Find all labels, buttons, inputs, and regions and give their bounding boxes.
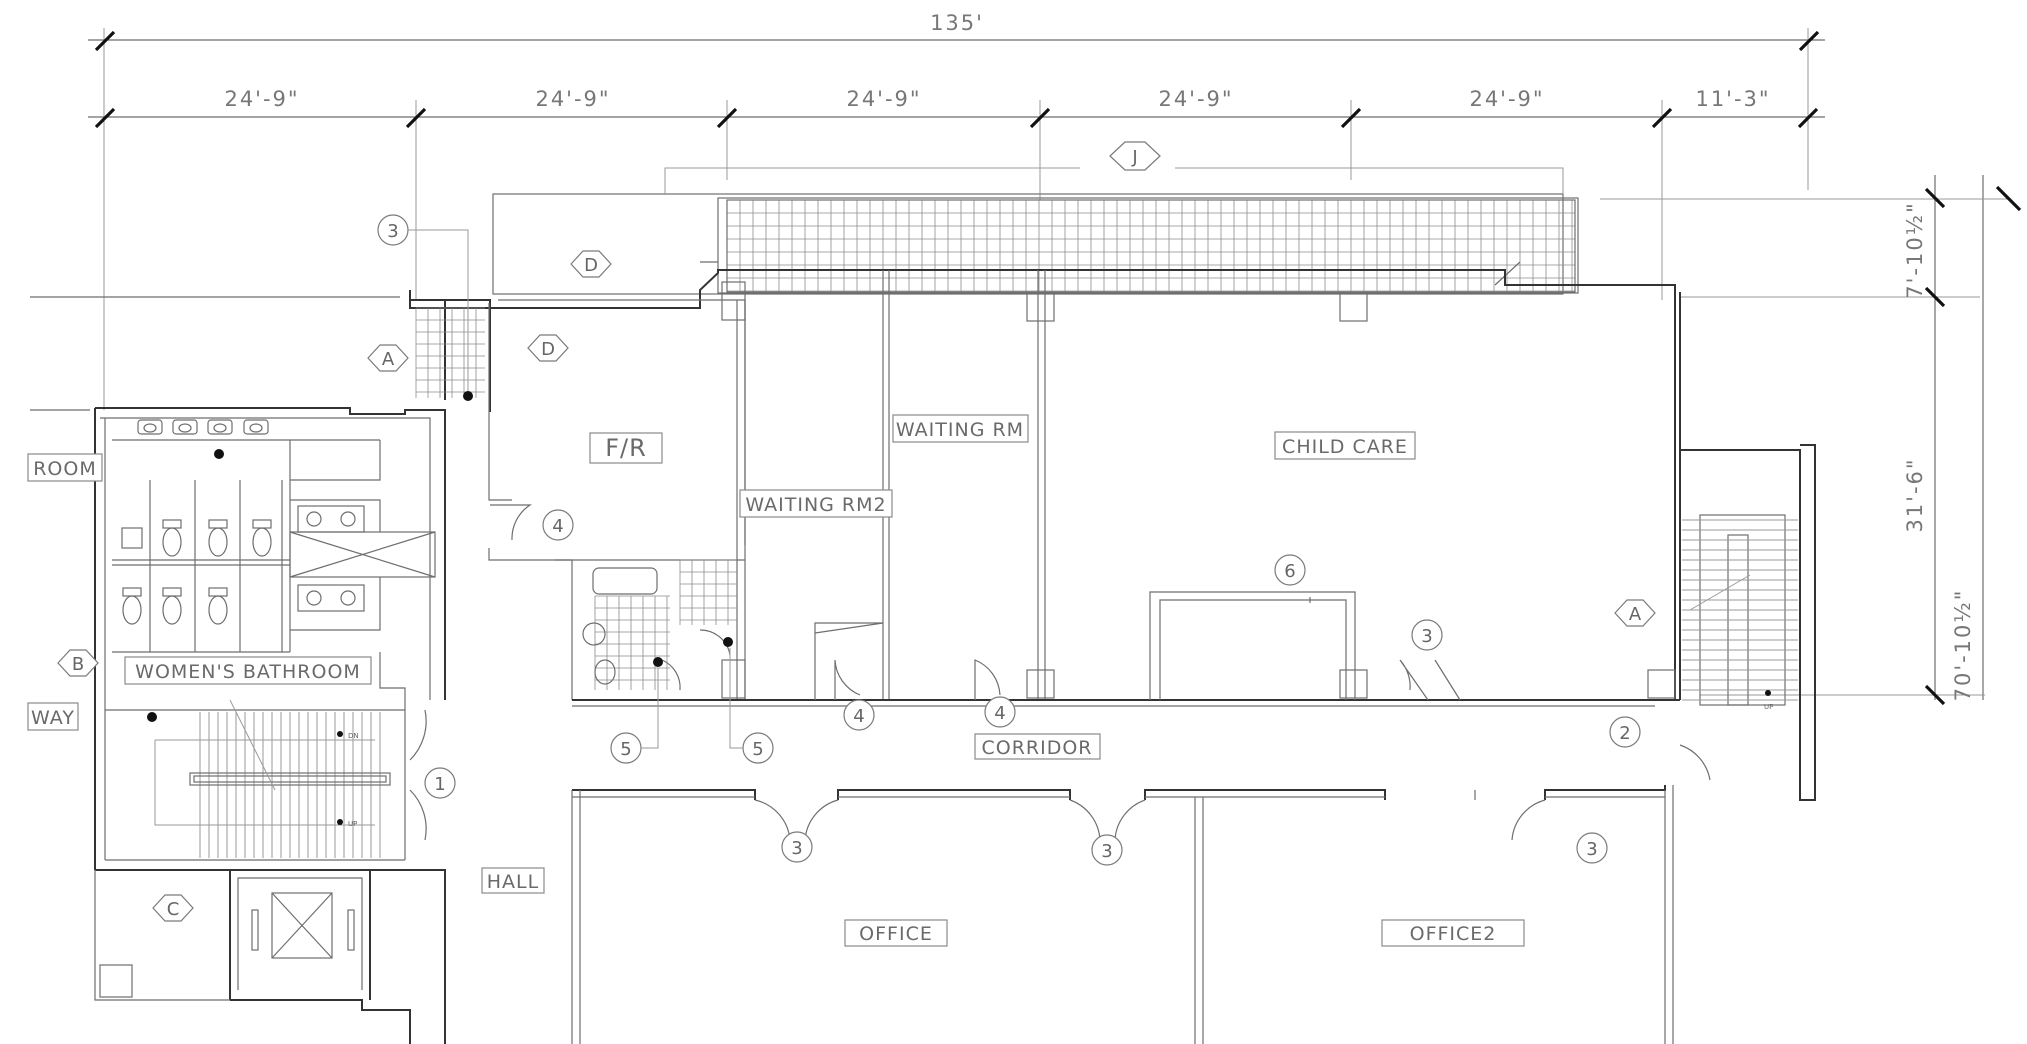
door-tag-2: 2 [1619,723,1630,744]
stair-labels: DN UP UP [348,703,1773,828]
dim-bay-6: 11'-3" [1695,87,1770,111]
hex-tag-j: J [1131,147,1137,168]
hex-tag-d-top-marker [570,250,612,278]
dim-vertical-top: 7'-10½" [1903,201,1927,298]
door-tag-5-b: 5 [752,739,763,760]
label-child-care: CHILD CARE [1282,436,1408,458]
dimension-lines [88,28,2022,706]
canopy [492,167,1579,295]
door-swings [409,504,1711,841]
hex-tag-a-left: A [382,349,395,370]
dimension-text: 135' 24'-9" 24'-9" 24'-9" 24'-9" 24'-9" … [224,11,1975,701]
dim-vertical-overall: 70'-10½" [1951,589,1975,702]
stair-label-up-right: UP [1764,703,1773,711]
hex-tags: J D D A A B C [57,141,1656,922]
label-room-cut: ROOM [33,458,97,480]
canopy-grid [726,199,1576,293]
dim-bay-2: 24'-9" [535,87,610,111]
hex-tag-j-marker [1109,141,1161,171]
door-tag-6: 6 [1284,561,1295,582]
label-waiting-rm2: WAITING RM2 [745,494,886,516]
door-tag-3-b: 3 [1101,841,1112,862]
door-tag-3-c: 3 [1586,839,1597,860]
label-way-cut: WAY [31,707,75,729]
hex-tag-d-fr: D [541,339,555,360]
label-office: OFFICE [859,923,933,945]
label-waiting-rm: WAITING RM [896,419,1024,441]
label-corridor: CORRIDOR [981,737,1092,759]
door-tag-3-a: 3 [791,838,802,859]
toilet-fixtures [121,519,272,625]
door-tag-3-top: 3 [387,221,398,242]
walls [30,269,1816,1044]
stair-treads [154,519,1798,858]
room-labels: F/R WAITING RM WAITING RM2 CHILD CARE WO… [27,414,1525,947]
floor-tiles [415,307,737,690]
hex-tag-d-top: D [584,255,598,276]
stair-label-up: UP [348,820,357,828]
label-fr: F/R [605,434,647,462]
hex-tag-d-fr-marker [527,334,569,362]
hex-tag-c-marker [152,894,194,922]
door-tag-4-a: 4 [853,706,864,727]
dim-bay-3: 24'-9" [846,87,921,111]
dim-vertical-middle: 31'-6" [1903,457,1927,532]
dim-bay-1: 24'-9" [224,87,299,111]
dim-overall: 135' [930,11,984,35]
stair-label-dn: DN [348,732,359,740]
hex-tag-a-right-marker [1614,599,1656,627]
hex-tag-a-right: A [1629,604,1642,625]
door-tag-5-a: 5 [620,739,631,760]
hex-tag-a-left-marker [367,344,409,372]
dim-bay-4: 24'-9" [1158,87,1233,111]
door-tag-4-fr: 4 [552,516,563,537]
door-tag-4-b: 4 [994,703,1005,724]
label-hall: HALL [487,871,539,893]
label-womens-bathroom: WOMEN'S BATHROOM [135,661,361,683]
hex-tag-b: B [72,654,84,675]
hex-tag-c: C [167,899,180,920]
urinal-row [137,419,269,435]
hex-tag-b-marker [57,649,99,677]
dim-bay-5: 24'-9" [1469,87,1544,111]
door-tag-1: 1 [434,774,445,795]
label-office2: OFFICE2 [1410,923,1497,945]
door-tags: 3 4 6 3 4 4 5 5 2 1 3 3 3 [377,214,1641,866]
dot-markers [147,391,1771,825]
fixtures [121,419,658,685]
door-tag-3-child: 3 [1421,626,1432,647]
